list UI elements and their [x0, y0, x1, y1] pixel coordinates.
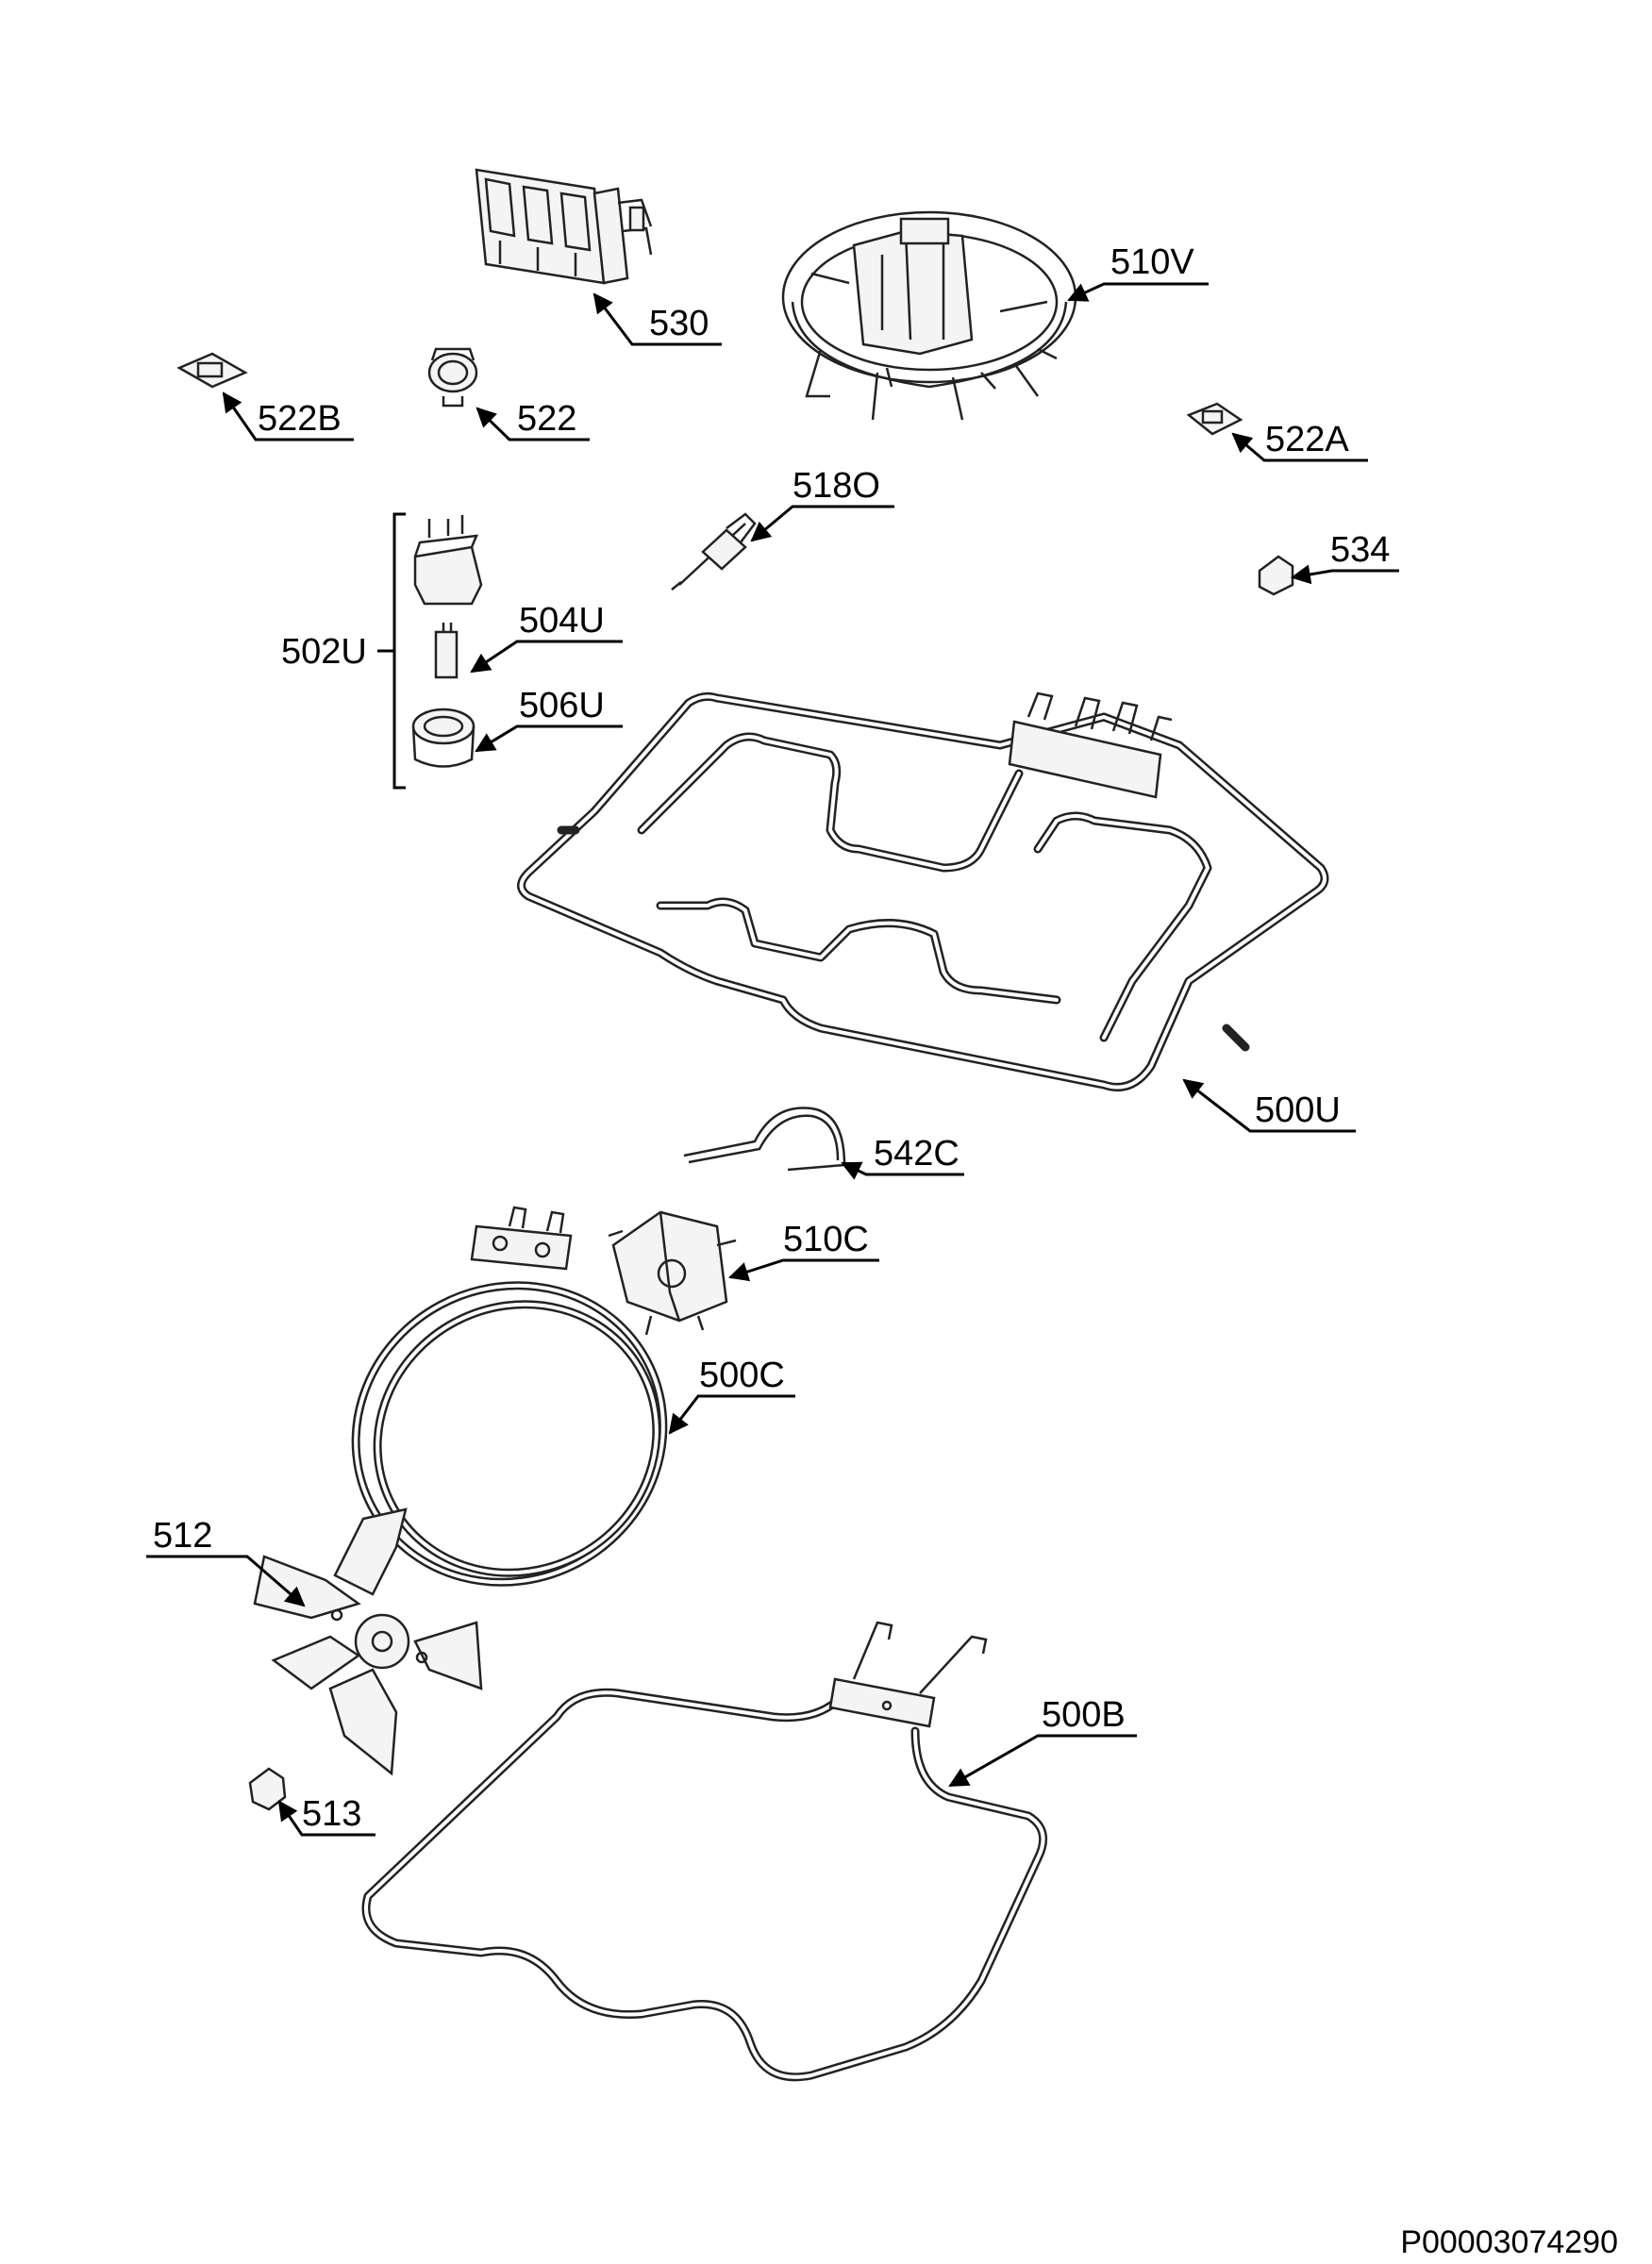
label-500C: 500C — [699, 1356, 785, 1395]
circular-heating-element-part-500C — [351, 1206, 668, 1587]
fan-motor-assembly-part-510V — [781, 210, 1077, 421]
label-512: 512 — [153, 1516, 212, 1556]
lamp-cover-part-534 — [1258, 555, 1294, 596]
lamp-holder-part-522 — [427, 347, 478, 408]
label-500U: 500U — [1255, 1090, 1341, 1130]
thermostat-part-502U — [413, 515, 483, 606]
temperature-sensor-part-518O — [671, 512, 757, 591]
label-510V: 510V — [1110, 242, 1194, 282]
thermostat-sensor-part-504U — [434, 623, 459, 679]
bottom-heating-element-part-500B — [361, 1621, 1048, 2082]
label-522B: 522B — [258, 399, 342, 439]
label-542C: 542C — [874, 1134, 959, 1174]
document-code: P00003074290 — [1400, 2224, 1618, 2260]
label-522: 522 — [517, 399, 576, 439]
leader-lines — [146, 282, 1399, 1837]
bracket-part-522B — [176, 352, 248, 389]
terminal-block-part-530 — [475, 168, 653, 285]
bracket-part-522A — [1186, 402, 1243, 436]
label-522A: 522A — [1265, 420, 1349, 459]
label-518O: 518O — [793, 466, 880, 506]
label-506U: 506U — [519, 686, 605, 725]
label-530: 530 — [649, 304, 709, 343]
label-534: 534 — [1330, 530, 1390, 570]
label-513: 513 — [302, 1794, 361, 1834]
grill-heating-element-part-500U — [517, 691, 1329, 1091]
nut-part-513 — [248, 1767, 287, 1811]
label-510C: 510C — [783, 1220, 869, 1259]
label-502U: 502U — [281, 632, 367, 672]
label-500B: 500B — [1042, 1695, 1126, 1735]
fan-blade-part-512 — [253, 1507, 483, 1776]
fan-motor-part-510C — [608, 1210, 737, 1336]
knob-part-506U — [411, 708, 476, 768]
label-504U: 504U — [519, 601, 605, 641]
spring-clip-part-542C — [683, 1107, 846, 1172]
group-bracket-502U — [377, 512, 406, 790]
